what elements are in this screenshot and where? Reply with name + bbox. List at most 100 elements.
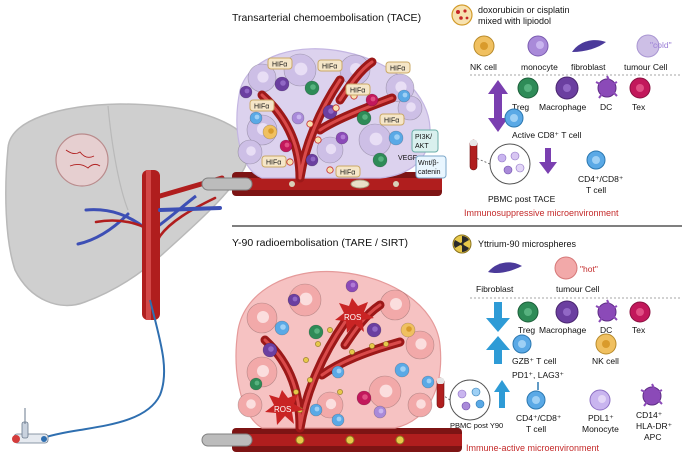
nk-cell-label: NK cell [470, 62, 497, 72]
tumour-cell-label: tumour Cell [624, 62, 668, 72]
y90-microsphere [293, 389, 299, 395]
cd14-label-line3: APC [644, 432, 661, 442]
tumour-bg-cell-nucleus [325, 143, 337, 155]
wnt-label-line1: Wnt/β- [418, 160, 439, 167]
tace-infiltrating-cell-nucleus [328, 108, 334, 114]
cold-tumour-icon [636, 34, 660, 58]
catheter [35, 299, 166, 441]
tace-infiltrating-cell-nucleus [370, 96, 376, 102]
blue-down-arrow [486, 302, 510, 332]
dc-icon [597, 78, 617, 98]
tumour-bg-cell-nucleus [257, 311, 269, 323]
pdl1-label-line1: PDL1⁺ [588, 413, 614, 423]
tare-cell-panel: "hot" Fibroblast tumour Cell Treg Macrop… [436, 256, 682, 453]
yttrium-legend: Yttrium-90 microspheres [478, 239, 577, 249]
ros-label-1: ROS [344, 313, 361, 322]
y90-microsphere [327, 327, 333, 333]
drug-legend-line2: mixed with lipiodol [478, 16, 551, 26]
tare-infiltrating-cell-nucleus [292, 296, 298, 302]
tace-infiltrating-cell-nucleus [394, 134, 400, 140]
tare-infiltrating-cell-nucleus [350, 282, 356, 288]
tare-infiltrating-cell-nucleus [268, 346, 274, 352]
pi3k-label-line1: PI3K/ [415, 134, 432, 141]
dc-label: DC [600, 102, 612, 112]
tumour-bg-cell-nucleus [257, 71, 269, 83]
y90-microsphere [337, 389, 343, 395]
tare-infiltrating-cell-nucleus [314, 406, 320, 412]
hot-tumour-icon [554, 256, 578, 280]
tare-vessel [201, 428, 462, 452]
tare-infiltrating-cell-nucleus [378, 408, 384, 414]
blue-up-arrow-small [494, 380, 510, 408]
tace-infiltrating-cell-nucleus [378, 156, 384, 162]
pbmc-y90-circle [449, 379, 491, 421]
purple-down-arrow [539, 148, 557, 174]
hif-label-5: HIFα [254, 104, 269, 111]
tace-tumour [236, 48, 431, 183]
cold-label: "cold" [650, 40, 672, 50]
tare-infiltrating-cell-nucleus [362, 394, 368, 400]
cd14-apc-icon [642, 386, 662, 406]
tare-title: Y-90 radioembolisation (TARE / SIRT) [232, 237, 408, 249]
tumour-bg-cell-nucleus [294, 62, 308, 76]
tare-infiltrating-cell-nucleus [336, 368, 342, 374]
tace-infiltrating-cell-nucleus [244, 88, 250, 94]
tace-infiltrating-cell-nucleus [340, 134, 346, 140]
fibroblast-label: fibroblast [571, 62, 606, 72]
tace-infiltrating-cell-nucleus [280, 80, 286, 86]
fibroblast-icon [572, 40, 606, 52]
fibroblast-icon-bottom [488, 262, 522, 274]
y90-microsphere [349, 349, 355, 355]
liver-tumour-spot [55, 133, 109, 187]
tare-infiltrating-cell-nucleus [280, 324, 286, 330]
hif-label-1: HIFα [272, 62, 287, 69]
tace-infiltrating-cell-nucleus [254, 114, 260, 120]
purple-updown-arrow [488, 80, 508, 132]
treg-label-bottom: Treg [518, 325, 535, 335]
macrophage-label: Macrophage [539, 102, 587, 112]
cd4cd8-label-top-line2: T cell [586, 185, 606, 195]
drug-droplet [286, 158, 294, 166]
drug-droplet [326, 166, 334, 174]
tace-infiltrating-cell-nucleus [362, 114, 368, 120]
drug-droplet [332, 104, 340, 112]
tace-infiltrating-cell-nucleus [310, 156, 316, 162]
cd14-label-line2: HLA-DR⁺ [636, 421, 673, 431]
tumour-bg-cell-nucleus [299, 292, 313, 306]
tare-infiltrating-cell-nucleus [426, 378, 432, 384]
monocyte-label: monocyte [521, 62, 558, 72]
tumour-bg-cell-nucleus [257, 365, 269, 377]
signalling-pathways: PI3K/ AKT VEGF Wnt/β- catenin [398, 129, 447, 179]
wnt-label-line2: catenin [418, 169, 441, 176]
pi3k-label-line2: AKT [415, 143, 429, 150]
hif-label-6: HIFα [384, 118, 399, 125]
hif-label-3: HIFα [350, 88, 365, 95]
ros-burst-2 [265, 390, 304, 425]
tare-infiltrating-cell-nucleus [336, 416, 342, 422]
hif-label-4: HIFα [390, 66, 405, 73]
tumour-bg-cell-nucleus [406, 102, 416, 112]
y90-microsphere [307, 377, 313, 383]
drug-droplet [306, 120, 314, 128]
tumour-bg-cell-nucleus [415, 338, 427, 350]
cd4cd8-label-top-line1: CD4⁺/CD8⁺ [578, 174, 624, 184]
tace-infiltrating-cell-nucleus [268, 128, 274, 134]
tumour-bg-cell-nucleus [325, 398, 337, 410]
hif-labels: HIFα HIFα HIFα HIFα HIFα HIFα HIFα HIFα [249, 57, 411, 178]
macrophage-label-bottom: Macrophage [539, 325, 587, 335]
tex-label: Tex [632, 102, 646, 112]
tace-cell-panel: NK cell monocyte fibroblast "cold" tumou… [464, 34, 682, 218]
pbmc-tace-circle [489, 143, 531, 185]
tumour-bg-cell-nucleus [379, 384, 393, 398]
dc-icon-bottom [597, 302, 617, 322]
hif-label-7: HIFα [266, 160, 281, 167]
tare-infiltrating-cell-nucleus [254, 380, 260, 386]
pdl1-label-line2: Monocyte [582, 424, 619, 434]
yttrium-legend-icon [452, 234, 472, 254]
hot-label: "hot" [580, 264, 598, 274]
nk-cell-label-bottom: NK cell [592, 356, 619, 366]
tumour-cell-label-bottom: tumour Cell [556, 284, 600, 294]
vegf-label: VEGF [398, 155, 417, 162]
cd14-label-line1: CD14⁺ [636, 410, 663, 420]
